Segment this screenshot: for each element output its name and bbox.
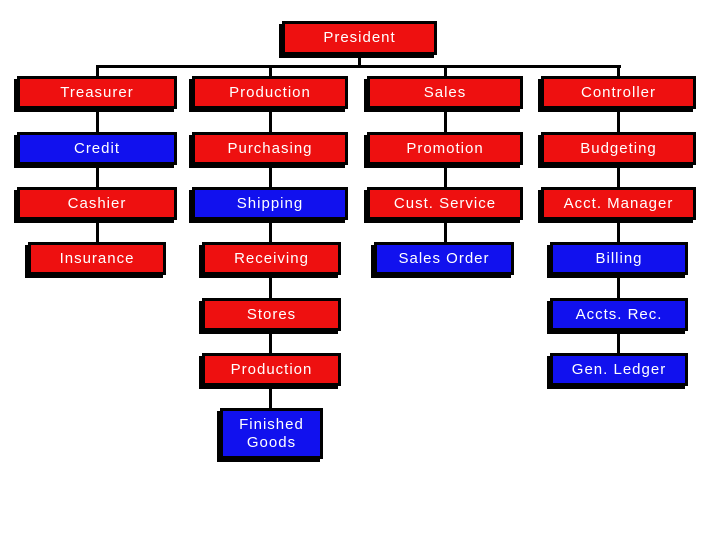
org-node-sales-order: Sales Order bbox=[374, 242, 514, 275]
org-node-credit: Credit bbox=[17, 132, 177, 165]
org-node-production-2: Production bbox=[202, 353, 341, 386]
org-node-president: President bbox=[282, 21, 437, 55]
org-node-acct-manager: Acct. Manager bbox=[541, 187, 696, 220]
connector-bus bbox=[96, 65, 621, 68]
org-node-cust-service: Cust. Service bbox=[367, 187, 523, 220]
org-node-insurance: Insurance bbox=[28, 242, 166, 275]
connector-president-stub bbox=[358, 50, 361, 68]
org-node-finished-goods: Finished Goods bbox=[220, 408, 323, 459]
org-node-shipping: Shipping bbox=[192, 187, 348, 220]
org-node-gen-ledger: Gen. Ledger bbox=[550, 353, 688, 386]
org-node-purchasing: Purchasing bbox=[192, 132, 348, 165]
connector-col-production bbox=[269, 65, 272, 415]
org-node-budgeting: Budgeting bbox=[541, 132, 696, 165]
org-node-promotion: Promotion bbox=[367, 132, 523, 165]
org-node-production: Production bbox=[192, 76, 348, 109]
org-node-accts-rec: Accts. Rec. bbox=[550, 298, 688, 331]
org-node-controller: Controller bbox=[541, 76, 696, 109]
org-node-billing: Billing bbox=[550, 242, 688, 275]
org-node-treasurer: Treasurer bbox=[17, 76, 177, 109]
org-node-cashier: Cashier bbox=[17, 187, 177, 220]
org-node-receiving: Receiving bbox=[202, 242, 341, 275]
org-node-stores: Stores bbox=[202, 298, 341, 331]
org-node-sales: Sales bbox=[367, 76, 523, 109]
